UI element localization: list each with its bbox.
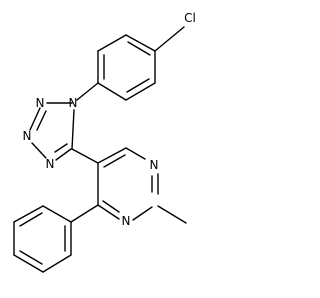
- pyrimidine-ring: [97, 147, 159, 221]
- chlorophenyl-ring: [97, 34, 156, 101]
- bond: [13, 254, 44, 273]
- tetrazole-n2-label: N: [36, 96, 45, 110]
- bond: [71, 109, 75, 150]
- chlorine-atom-label: Cl: [184, 11, 196, 25]
- bond: [31, 142, 47, 159]
- bond-methyl: [157, 205, 187, 224]
- bond-aryl-n: [76, 82, 99, 101]
- tetrazole-n3-label: N: [23, 129, 32, 143]
- bond-inner-double: [54, 143, 68, 153]
- bond: [97, 82, 127, 101]
- bond-c-cl: [154, 26, 185, 52]
- bond-inner-double: [126, 78, 150, 93]
- bond-inner-double: [36, 110, 47, 131]
- tetrazole-ring: [29, 102, 75, 161]
- bond: [29, 107, 41, 131]
- bond: [125, 34, 156, 52]
- bond: [42, 254, 72, 273]
- bond: [97, 34, 127, 52]
- chemical-structure-diagram: Cl N N N N N N: [13, 11, 196, 273]
- bond: [132, 206, 153, 221]
- bond: [97, 147, 127, 164]
- bond: [42, 205, 72, 223]
- bond-inner-double: [19, 250, 43, 265]
- bond-tetrazole-pyrimidine: [71, 148, 99, 164]
- bond-inner-double: [103, 154, 126, 168]
- bond: [13, 205, 44, 223]
- bond-pyrimidine-phenyl: [70, 204, 99, 223]
- phenyl-ring: [13, 205, 72, 273]
- bond: [97, 204, 120, 220]
- bond: [55, 148, 72, 161]
- tetrazole-n1-label: N: [69, 96, 78, 110]
- bond: [125, 147, 146, 160]
- pyrimidine-n3-label: N: [122, 214, 131, 228]
- bond-inner-double: [102, 200, 120, 213]
- tetrazole-n4-label: N: [46, 157, 55, 171]
- bond: [125, 82, 156, 101]
- bond-inner-double: [19, 212, 43, 227]
- bond-inner-double: [127, 41, 151, 56]
- pyrimidine-n1-label: N: [150, 158, 159, 172]
